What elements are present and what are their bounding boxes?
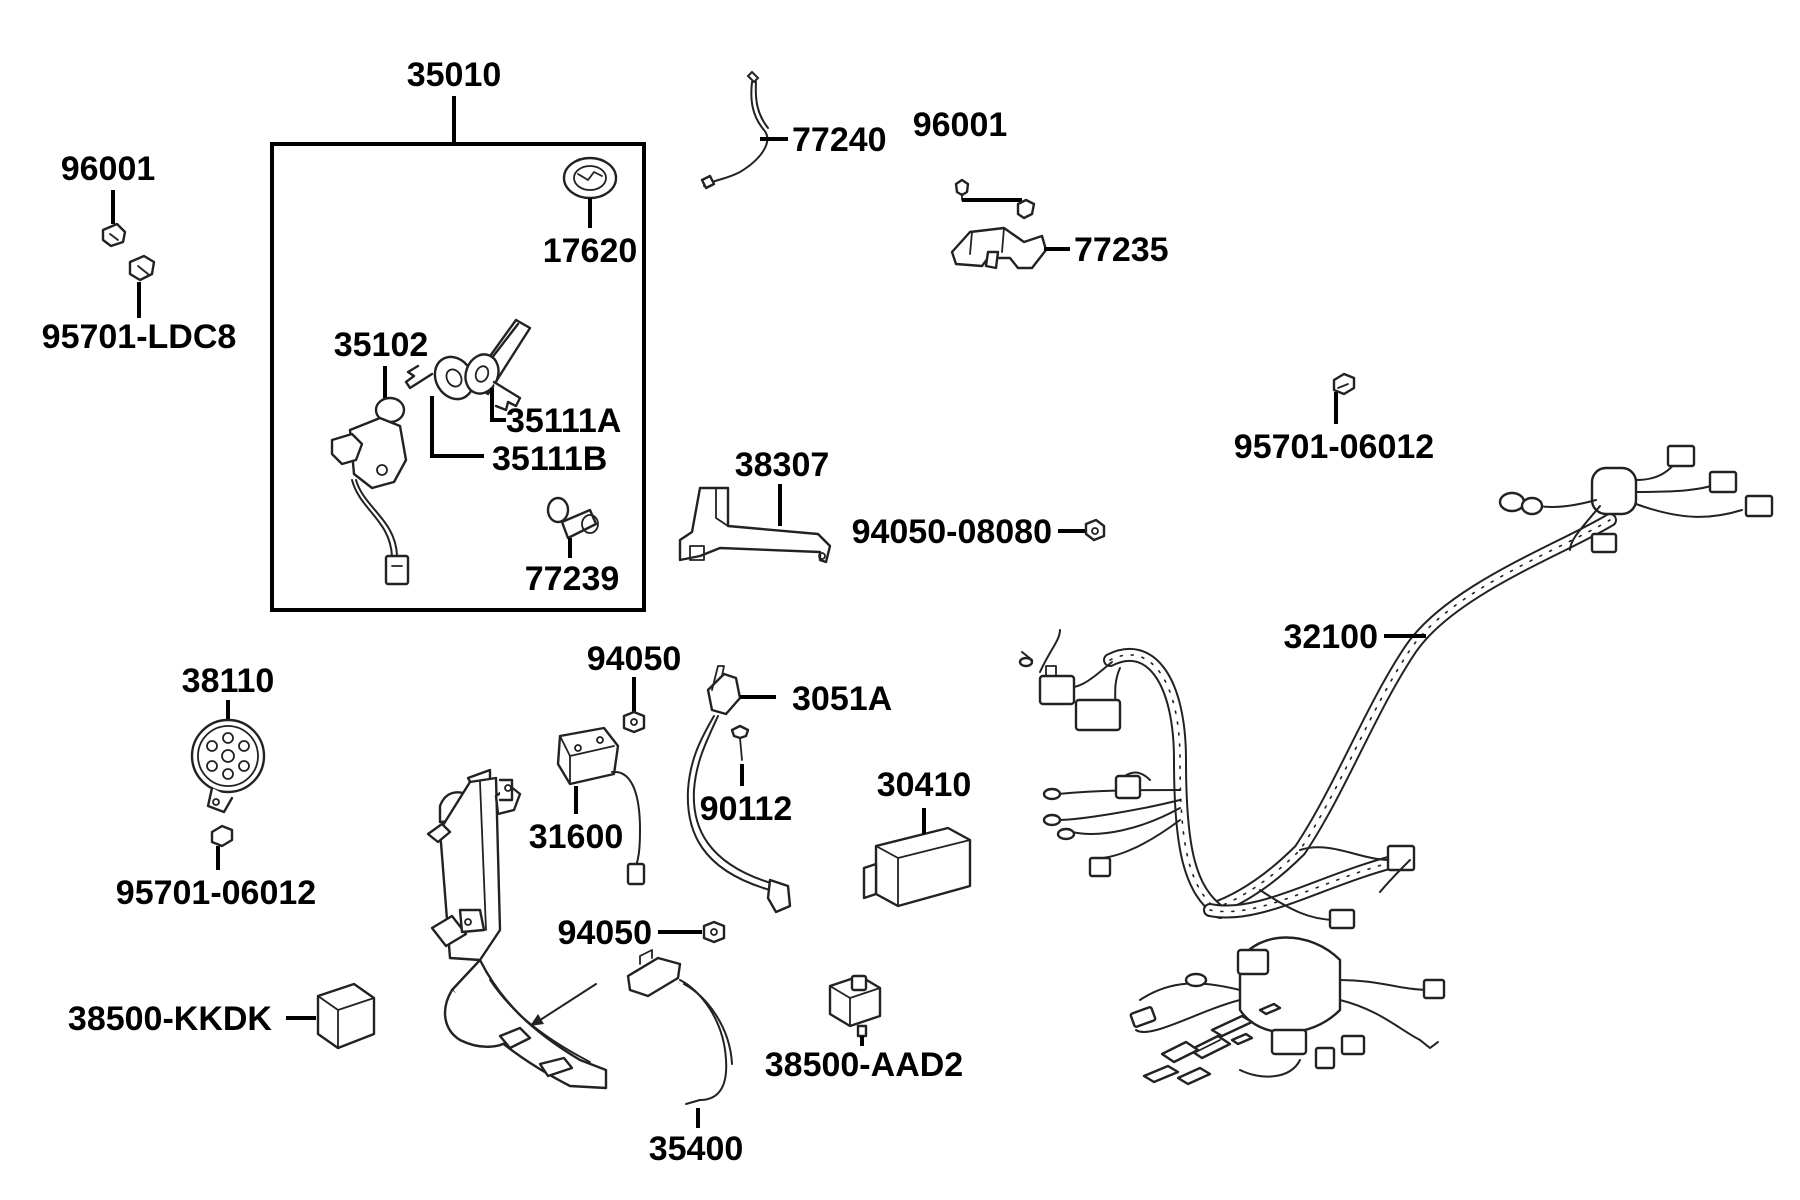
- bolt-95701-ldc8: [128, 254, 156, 318]
- nut-94050-08080: [1058, 518, 1106, 542]
- label-38110: 38110: [182, 662, 275, 700]
- label-35102: 35102: [334, 326, 429, 364]
- label-38307: 38307: [735, 446, 830, 484]
- label-90112: 90112: [700, 790, 793, 828]
- label-17620: 17620: [543, 232, 638, 270]
- part-35400-switch: [626, 949, 733, 1128]
- label-3051a: 3051A: [792, 680, 892, 718]
- label-32100: 32100: [1283, 618, 1378, 656]
- label-94050-08080: 94050-08080: [852, 513, 1052, 551]
- part-38307-bracket: [678, 484, 832, 564]
- label-95701-06012-lower: 95701-06012: [116, 874, 316, 912]
- label-38500-aad2: 38500-AAD2: [765, 1046, 963, 1084]
- label-77239: 77239: [525, 560, 620, 598]
- bolt-95701-06012-lower: [210, 824, 234, 870]
- ignition-kit-frame: [270, 96, 646, 612]
- part-keys: [404, 318, 532, 458]
- label-94050-lower: 94050: [557, 914, 652, 952]
- part-32100-wire-harness: [1018, 444, 1774, 1086]
- label-35111a: 35111A: [506, 402, 621, 440]
- nut-94050-lower: [658, 920, 726, 944]
- part-17620-cap: [562, 156, 618, 228]
- part-3051a-switch: [686, 665, 792, 914]
- label-35400: 35400: [649, 1130, 744, 1168]
- label-96001-right: 96001: [913, 106, 1008, 144]
- label-94050-upper: 94050: [587, 640, 682, 678]
- part-35102-ignition-switch: [330, 366, 410, 586]
- label-35010: 35010: [407, 56, 502, 94]
- label-38500-kkdk: 38500-KKDK: [68, 1000, 273, 1038]
- part-31600-unit: [556, 726, 646, 886]
- frame-section: [426, 768, 608, 1090]
- label-77235: 77235: [1074, 231, 1169, 269]
- part-30410-cdi: [862, 808, 972, 908]
- part-77235-seat-lock: [950, 178, 1070, 270]
- part-38500-aad2-relay: [828, 974, 882, 1046]
- label-77240: 77240: [792, 121, 887, 159]
- label-96001-left: 96001: [61, 150, 156, 188]
- bolt-96001-left: [101, 190, 127, 248]
- screw-90112: [730, 724, 750, 786]
- bolt-95701-06012-upper: [1332, 372, 1356, 424]
- label-35111b: 35111B: [492, 440, 607, 478]
- label-30410: 30410: [877, 766, 972, 804]
- nut-94050-upper: [622, 677, 646, 734]
- part-38500-kkdk-relay: [286, 982, 376, 1050]
- part-38110-horn: [190, 700, 266, 814]
- label-31600: 31600: [529, 818, 624, 856]
- label-95701-06012-upper: 95701-06012: [1234, 428, 1434, 466]
- part-77239-lock: [546, 496, 599, 558]
- part-77240-cable: [700, 70, 788, 190]
- label-95701-ldc8: 95701-LDC8: [42, 318, 237, 356]
